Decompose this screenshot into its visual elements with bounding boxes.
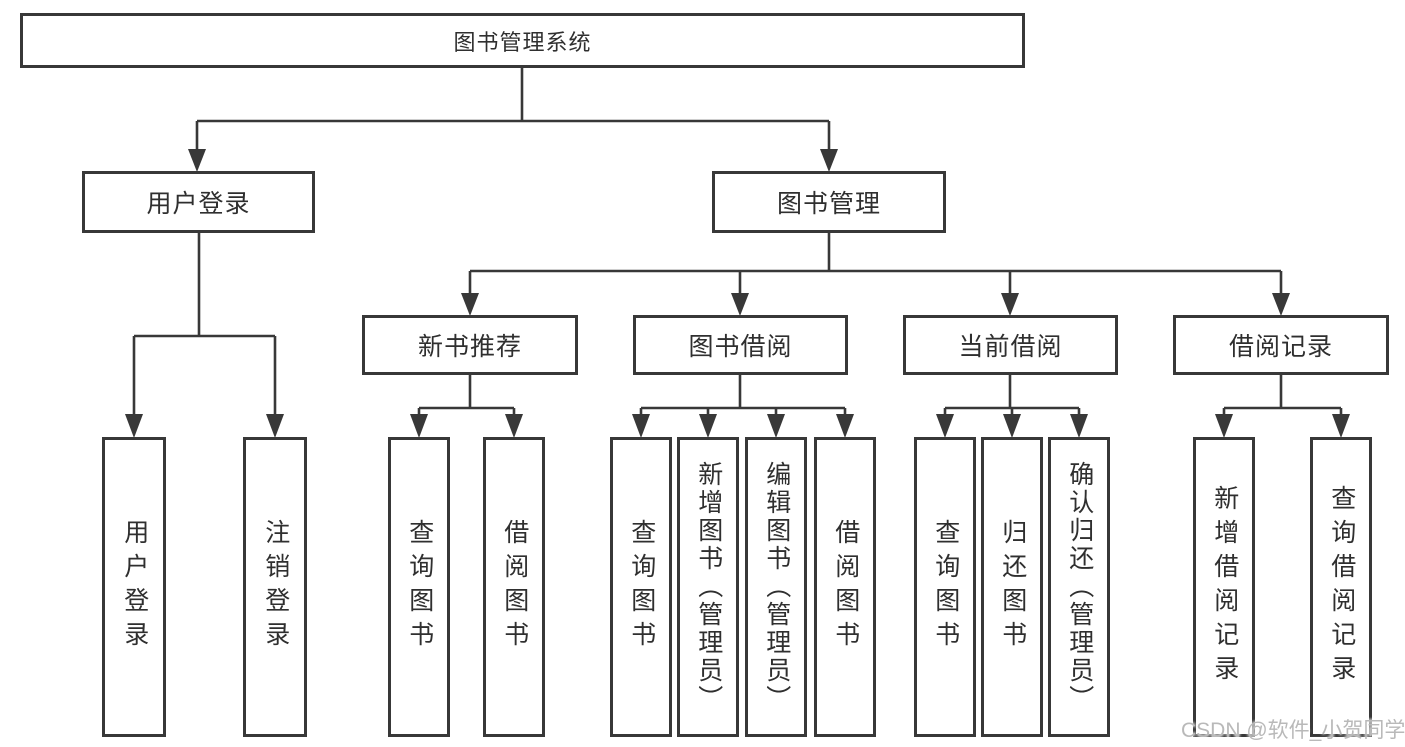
leaf-query-books-borrow-label: 查询图书	[627, 519, 656, 655]
arrowhead-icon	[188, 149, 206, 172]
wire-bookmgmt-to-level3	[461, 233, 1290, 316]
arrowhead-icon	[505, 414, 523, 438]
wire-bookborrow-to-leaves	[632, 375, 854, 438]
node-borrow-records: 借阅记录	[1173, 315, 1389, 375]
leaf-query-books-newbook: 查询图书	[388, 437, 450, 737]
arrowhead-icon	[1215, 414, 1233, 438]
leaf-query-borrow-record-label: 查询借阅记录	[1327, 485, 1356, 689]
leaf-borrow-books-borrow: 借阅图书	[814, 437, 876, 737]
arrowhead-icon	[125, 414, 143, 438]
leaf-logout-label: 注销登录	[261, 519, 290, 655]
leaf-query-books-borrow: 查询图书	[610, 437, 672, 737]
wire-userlogin-to-leaves	[125, 233, 284, 438]
node-root-label: 图书管理系统	[453, 29, 592, 55]
leaf-add-book-admin-label: 新增图书（管理员）	[694, 461, 723, 713]
leaf-return-book: 归还图书	[981, 437, 1043, 737]
leaf-add-borrow-record: 新增借阅记录	[1193, 437, 1255, 737]
arrowhead-icon	[1001, 293, 1019, 316]
leaf-query-borrow-record: 查询借阅记录	[1310, 437, 1372, 737]
arrowhead-icon	[266, 414, 284, 438]
node-user-login: 用户登录	[82, 171, 315, 233]
leaf-logout: 注销登录	[243, 437, 307, 737]
node-current-borrow: 当前借阅	[903, 315, 1118, 375]
arrowhead-icon	[731, 293, 749, 316]
node-new-book-recommend: 新书推荐	[362, 315, 578, 375]
arrowhead-icon	[936, 414, 954, 438]
arrowhead-icon	[632, 414, 650, 438]
arrowhead-icon	[767, 414, 785, 438]
leaf-query-books-current-label: 查询图书	[931, 519, 960, 655]
arrowhead-icon	[461, 293, 479, 316]
arrowhead-icon	[1003, 414, 1021, 438]
leaf-query-books-newbook-label: 查询图书	[405, 519, 434, 655]
node-user-login-label: 用户登录	[146, 190, 251, 218]
watermark: CSDN @软件_小贺同学	[1181, 719, 1405, 742]
node-borrow-records-label: 借阅记录	[1228, 333, 1333, 361]
arrowhead-icon	[699, 414, 717, 438]
arrowhead-icon	[1332, 414, 1350, 438]
leaf-add-book-admin: 新增图书（管理员）	[677, 437, 739, 737]
wire-borrowrecord-to-leaves	[1215, 375, 1350, 438]
node-current-borrow-label: 当前借阅	[958, 333, 1063, 361]
node-book-borrow: 图书借阅	[633, 315, 848, 375]
leaf-borrow-books-newbook-label: 借阅图书	[500, 519, 529, 655]
leaf-borrow-books-borrow-label: 借阅图书	[831, 519, 860, 655]
leaf-return-book-label: 归还图书	[998, 519, 1027, 655]
leaf-user-login: 用户登录	[102, 437, 166, 737]
node-root: 图书管理系统	[20, 13, 1025, 68]
node-new-book-recommend-label: 新书推荐	[417, 333, 522, 361]
node-book-management: 图书管理	[712, 171, 946, 233]
arrowhead-icon	[820, 149, 838, 172]
leaf-add-borrow-record-label: 新增借阅记录	[1210, 485, 1239, 689]
leaf-edit-book-admin-label: 编辑图书（管理员）	[762, 461, 791, 713]
leaf-edit-book-admin: 编辑图书（管理员）	[745, 437, 807, 737]
leaf-confirm-return-admin: 确认归还（管理员）	[1048, 437, 1110, 737]
leaf-query-books-current: 查询图书	[914, 437, 976, 737]
wire-newbook-to-leaves	[410, 375, 523, 438]
wire-root-to-level2	[188, 66, 838, 172]
arrowhead-icon	[836, 414, 854, 438]
leaf-confirm-return-admin-label: 确认归还（管理员）	[1065, 461, 1094, 713]
arrowhead-icon	[1070, 414, 1088, 438]
arrowhead-icon	[410, 414, 428, 438]
leaf-borrow-books-newbook: 借阅图书	[483, 437, 545, 737]
leaf-user-login-label: 用户登录	[120, 519, 149, 655]
node-book-management-label: 图书管理	[776, 190, 881, 218]
arrowhead-icon	[1272, 293, 1290, 316]
wire-currentborrow-to-leaves	[936, 375, 1088, 438]
node-book-borrow-label: 图书借阅	[688, 333, 793, 361]
